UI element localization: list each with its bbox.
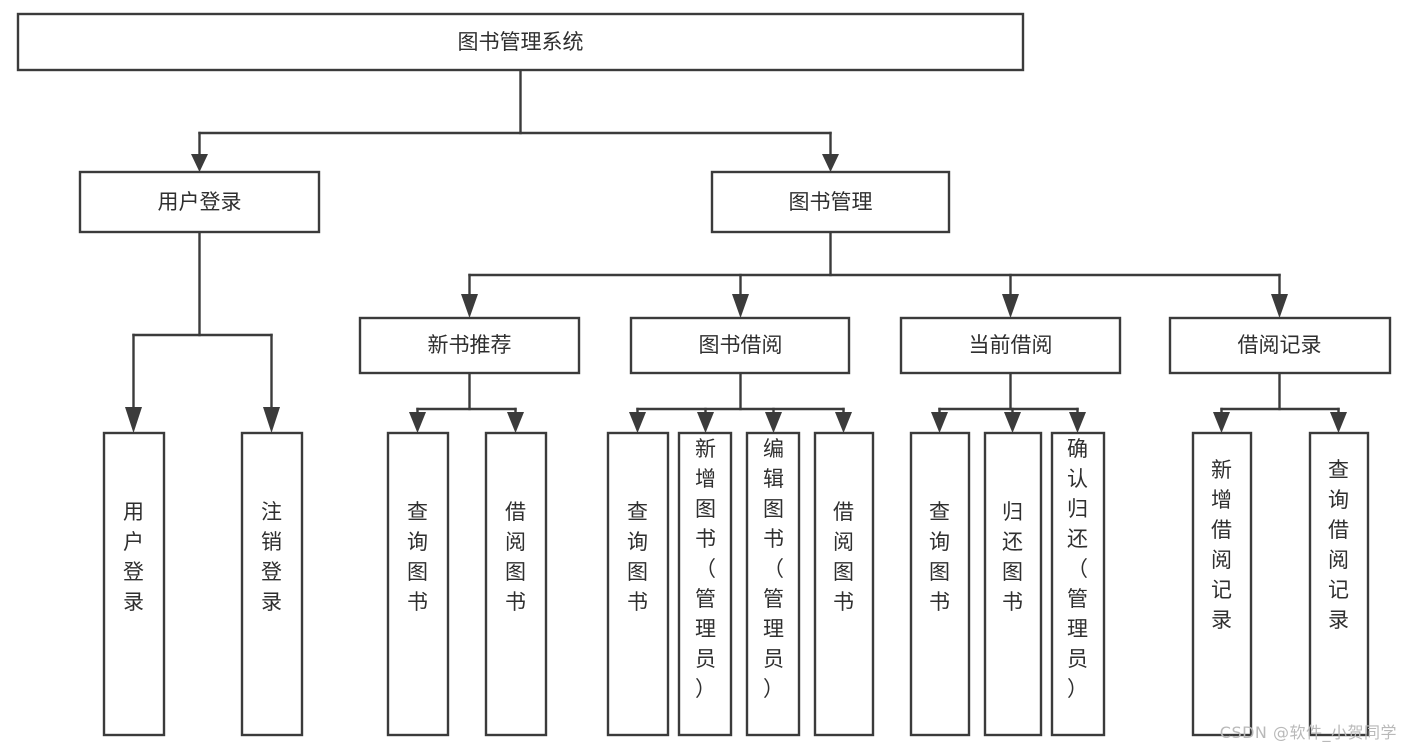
leaf-node-nb-borrow-book[interactable]: 借阅图书 — [484, 431, 548, 737]
arrowhead-icon-cb-leaf-1 — [931, 412, 948, 433]
leaf-node-bw-edit-book-label: 编辑图书（管理员） — [763, 437, 784, 701]
leaf-node-bw-edit-book-box — [745, 431, 801, 737]
leaf-node-bw-add-book-box — [677, 431, 733, 737]
arrowhead-icon-new-book — [461, 294, 478, 318]
leaf-node-nb-borrow-book-box — [484, 431, 548, 737]
node-current-borrow-label: 当前借阅 — [969, 333, 1053, 357]
arrowhead-icon-bw-leaf-4 — [835, 412, 852, 433]
leaf-node-user-login-box — [102, 431, 166, 737]
node-book-borrow-box — [629, 316, 851, 375]
arrowhead-icon-leaf-logout — [263, 407, 280, 433]
leaf-node-user-login-label: 用户登录 — [123, 500, 144, 614]
leaf-node-rec-query-record-label: 查询借阅记录 — [1328, 458, 1349, 632]
node-root-library-system[interactable]: 图书管理系统 — [16, 12, 1025, 72]
node-borrow-records-box — [1168, 316, 1392, 375]
node-book-borrow-label: 图书借阅 — [699, 333, 783, 357]
node-new-book-recommend-label: 新书推荐 — [428, 333, 512, 357]
leaf-node-cb-confirm-return[interactable]: 确认归还（管理员） — [1050, 431, 1106, 737]
node-borrow-records-label: 借阅记录 — [1238, 333, 1322, 357]
leaf-node-bw-borrow-book[interactable]: 借阅图书 — [813, 431, 875, 737]
arrowhead-icon-cb-leaf-3 — [1069, 412, 1086, 433]
leaf-node-cb-return-book-box — [983, 431, 1043, 737]
leaf-node-bw-edit-book[interactable]: 编辑图书（管理员） — [745, 431, 801, 737]
leaf-node-rec-add-record[interactable]: 新增借阅记录 — [1191, 431, 1253, 737]
leaf-node-nb-query-book-label: 查询图书 — [407, 500, 428, 614]
leaf-node-bw-query-book-box — [606, 431, 670, 737]
leaf-node-cb-query-book-box — [909, 431, 971, 737]
leaf-node-cb-query-book-label: 查询图书 — [929, 500, 950, 614]
leaf-node-cb-return-book[interactable]: 归还图书 — [983, 431, 1043, 737]
arrowhead-icon-borrow — [732, 294, 749, 318]
leaf-node-nb-query-book[interactable]: 查询图书 — [386, 431, 450, 737]
leaf-node-cb-query-book[interactable]: 查询图书 — [909, 431, 971, 737]
arrowhead-icon-cb-leaf-2 — [1004, 412, 1021, 433]
leaf-node-bw-query-book-label: 查询图书 — [627, 500, 648, 614]
node-root-label: 图书管理系统 — [458, 30, 584, 54]
arrowhead-icon-bw-leaf-3 — [765, 412, 782, 433]
node-new-book-recommend[interactable]: 新书推荐 — [358, 316, 581, 375]
leaf-node-bw-query-book[interactable]: 查询图书 — [606, 431, 670, 737]
arrowhead-icon-nb-leaf-1 — [409, 412, 426, 433]
leaf-node-bw-add-book-label: 新增图书（管理员） — [695, 437, 716, 701]
arrowhead-icon-bw-leaf-1 — [629, 412, 646, 433]
node-borrow-records[interactable]: 借阅记录 — [1168, 316, 1392, 375]
node-book-management[interactable]: 图书管理 — [710, 170, 951, 234]
arrowhead-icon-leaf-user-login — [125, 407, 142, 433]
node-new-book-recommend-box — [358, 316, 581, 375]
node-user-login[interactable]: 用户登录 — [78, 170, 321, 234]
node-book-management-box — [710, 170, 951, 234]
arrowhead-icon-rec-leaf-1 — [1213, 412, 1230, 433]
arrowhead-layer — [125, 154, 1347, 433]
arrowhead-icon-user-login — [191, 154, 208, 172]
leaf-node-nb-query-book-box — [386, 431, 450, 737]
leaf-node-user-login[interactable]: 用户登录 — [102, 431, 166, 737]
arrowhead-icon-records — [1271, 294, 1288, 318]
arrowhead-icon-book-mgmt — [822, 154, 839, 172]
leaf-node-cb-return-book-label: 归还图书 — [1002, 500, 1023, 614]
leaf-node-rec-query-record[interactable]: 查询借阅记录 — [1308, 431, 1370, 737]
arrowhead-icon-rec-leaf-2 — [1330, 412, 1347, 433]
arrowhead-icon-bw-leaf-2 — [697, 412, 714, 433]
leaf-node-bw-add-book[interactable]: 新增图书（管理员） — [677, 431, 733, 737]
node-user-login-label: 用户登录 — [158, 190, 242, 214]
leaf-node-logout-box — [240, 431, 304, 737]
node-book-borrow[interactable]: 图书借阅 — [629, 316, 851, 375]
leaf-node-logout-label: 注销登录 — [261, 500, 282, 614]
leaf-node-bw-borrow-book-box — [813, 431, 875, 737]
node-book-management-label: 图书管理 — [789, 190, 873, 214]
node-current-borrow[interactable]: 当前借阅 — [899, 316, 1122, 375]
leaf-node-cb-confirm-return-label: 确认归还（管理员） — [1067, 437, 1088, 701]
leaf-node-rec-add-record-label: 新增借阅记录 — [1211, 458, 1232, 632]
arrowhead-icon-current — [1002, 294, 1019, 318]
leaf-node-nb-borrow-book-label: 借阅图书 — [505, 500, 526, 614]
leaf-node-cb-confirm-return-box — [1050, 431, 1106, 737]
node-current-borrow-box — [899, 316, 1122, 375]
node-root-box — [16, 12, 1025, 72]
node-user-login-box — [78, 170, 321, 234]
leaf-node-rec-add-record-box — [1191, 431, 1253, 737]
arrowhead-icon-nb-leaf-2 — [507, 412, 524, 433]
leaf-node-rec-query-record-box — [1308, 431, 1370, 737]
csdn-watermark: CSDN @软件_小贺同学 — [1219, 723, 1397, 742]
leaf-node-logout[interactable]: 注销登录 — [240, 431, 304, 737]
leaf-node-bw-borrow-book-label: 借阅图书 — [833, 500, 854, 614]
